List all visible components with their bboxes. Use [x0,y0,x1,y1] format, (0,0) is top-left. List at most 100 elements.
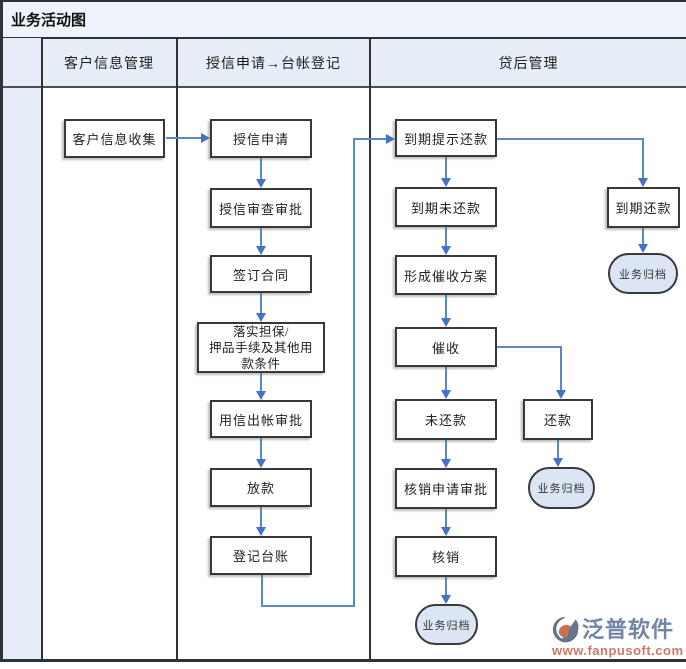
connector-collection-unpaid [445,367,447,390]
connector-apply-review [260,158,262,179]
arrowhead [256,527,266,536]
arrowhead [441,595,451,604]
node-label: 未还款 [424,413,467,428]
node-implement-guarantee[interactable]: 落实担保/ 押品手续及其他用 款条件 [197,322,325,373]
node-due-unpaid[interactable]: 到期未还款 [395,187,497,227]
vendor-watermark: 泛普软件 www.fanpusoft.com [552,616,684,660]
arrowhead [638,178,648,187]
connector-duerepaid-archive [642,228,644,244]
arrowhead [441,459,451,468]
terminal-label: 业务归档 [619,268,667,281]
connector-collection-repaid-seg1 [497,346,562,348]
connector-collection-repaid-seg2 [560,346,562,390]
lane-divider-2 [176,38,178,659]
node-label: 到期提示还款 [403,131,488,147]
node-credit-apply[interactable]: 授信申请 [210,119,312,158]
connector-disbursement-loan [260,438,262,459]
connector-ledger-reminder-seg1 [261,575,263,607]
arrowhead [256,179,266,188]
frame-top [0,0,686,2]
arrowhead [441,390,451,399]
lane-header-credit-ledger: 授信申请→台帐登记 [178,39,369,86]
connector-ledger-reminder-seg2 [261,605,355,607]
node-label: 签订合同 [232,267,289,283]
arrowhead [553,458,563,467]
connector-ledger-reminder-seg3 [353,138,355,607]
node-label: 催收 [431,340,460,356]
connector-sign-guarantee [260,293,262,313]
fanpu-logo-icon [552,616,579,643]
connector-writeoffapply-writeoff [445,509,447,527]
node-sign-contract[interactable]: 签订合同 [210,255,312,293]
arrowhead [201,133,210,143]
node-label: 核销 [431,550,460,565]
lane-header-post-loan: 贷后管理 [371,39,686,86]
terminal-archive-top[interactable]: 业务归档 [608,253,678,294]
node-label: 授信审查审批 [218,201,303,217]
vendor-url: www.fanpusoft.com [552,643,684,658]
node-repaid[interactable]: 还款 [523,399,593,440]
connector-dueunpaid-plan [445,227,447,246]
arrowhead [441,178,451,187]
frame-left [0,0,3,662]
terminal-archive-middle[interactable]: 业务归档 [528,467,595,509]
arrowhead [256,391,266,400]
node-label: 形成催收方案 [403,268,488,284]
connector-collectinfo-apply [166,137,202,139]
node-label: 核销申请审批 [403,482,488,497]
node-label: 到期未还款 [410,200,481,216]
node-unpaid[interactable]: 未还款 [395,399,497,440]
arrowhead [256,313,266,322]
lane-header-label: 贷后管理 [498,56,559,72]
node-collect-customer-info[interactable]: 客户信息收集 [64,119,165,158]
connector-guarantee-disbursement [260,373,262,391]
lane-header-customer-info: 客户信息管理 [42,39,176,86]
frame-bottom [0,659,686,662]
node-label: 用信出帐审批 [218,412,303,428]
connector-reminder-dueunpaid [445,157,447,178]
arrowhead [441,527,451,536]
node-writeoff-apply[interactable]: 核销申请审批 [395,468,497,509]
lane-header-label: 客户信息管理 [64,56,154,72]
node-writeoff[interactable]: 核销 [395,536,497,577]
node-label: 登记台账 [232,549,289,564]
title-separator [0,37,686,39]
arrowhead [441,318,451,327]
node-credit-review[interactable]: 授信审查审批 [210,188,312,228]
arrowhead [386,134,395,144]
node-disbursement-approval[interactable]: 用信出帐审批 [210,400,312,438]
connector-repaid-archive [557,440,559,458]
node-register-ledger[interactable]: 登记台账 [210,536,312,575]
connector-ledger-reminder-seg4 [353,138,387,140]
node-due-reminder[interactable]: 到期提示还款 [395,119,497,157]
connector-loan-ledger [260,507,262,527]
arrowhead [556,390,566,399]
diagram-title-bar: 业务活动图 [3,2,686,37]
connector-unpaid-writeoffapply [445,440,447,459]
diagram-title: 业务活动图 [11,13,87,29]
terminal-label: 业务归档 [422,619,471,632]
swimlane-left-strip [3,38,41,659]
arrowhead [256,459,266,468]
node-collection[interactable]: 催收 [395,327,497,367]
lane-divider-1 [41,38,43,659]
connector-writeoff-archive [445,577,447,595]
terminal-archive-bottom[interactable]: 业务归档 [415,604,478,645]
connector-review-sign [260,228,262,246]
terminal-label: 业务归档 [537,483,586,495]
node-due-repaid[interactable]: 到期还款 [607,187,680,228]
connector-reminder-duerepaid-seg1 [497,138,644,140]
header-separator [3,86,686,88]
arrowhead [638,244,648,253]
arrowhead [256,246,266,255]
connector-plan-collection [445,295,447,318]
node-loan-release[interactable]: 放款 [210,468,312,507]
lane-header-label: 授信申请→台帐登记 [206,56,341,72]
connector-reminder-duerepaid-seg2 [642,138,644,178]
vendor-name: 泛普软件 [582,616,675,642]
node-collection-plan[interactable]: 形成催收方案 [395,255,497,295]
node-label: 到期还款 [615,201,672,216]
node-label: 授信申请 [232,132,289,147]
node-label: 放款 [246,481,275,496]
